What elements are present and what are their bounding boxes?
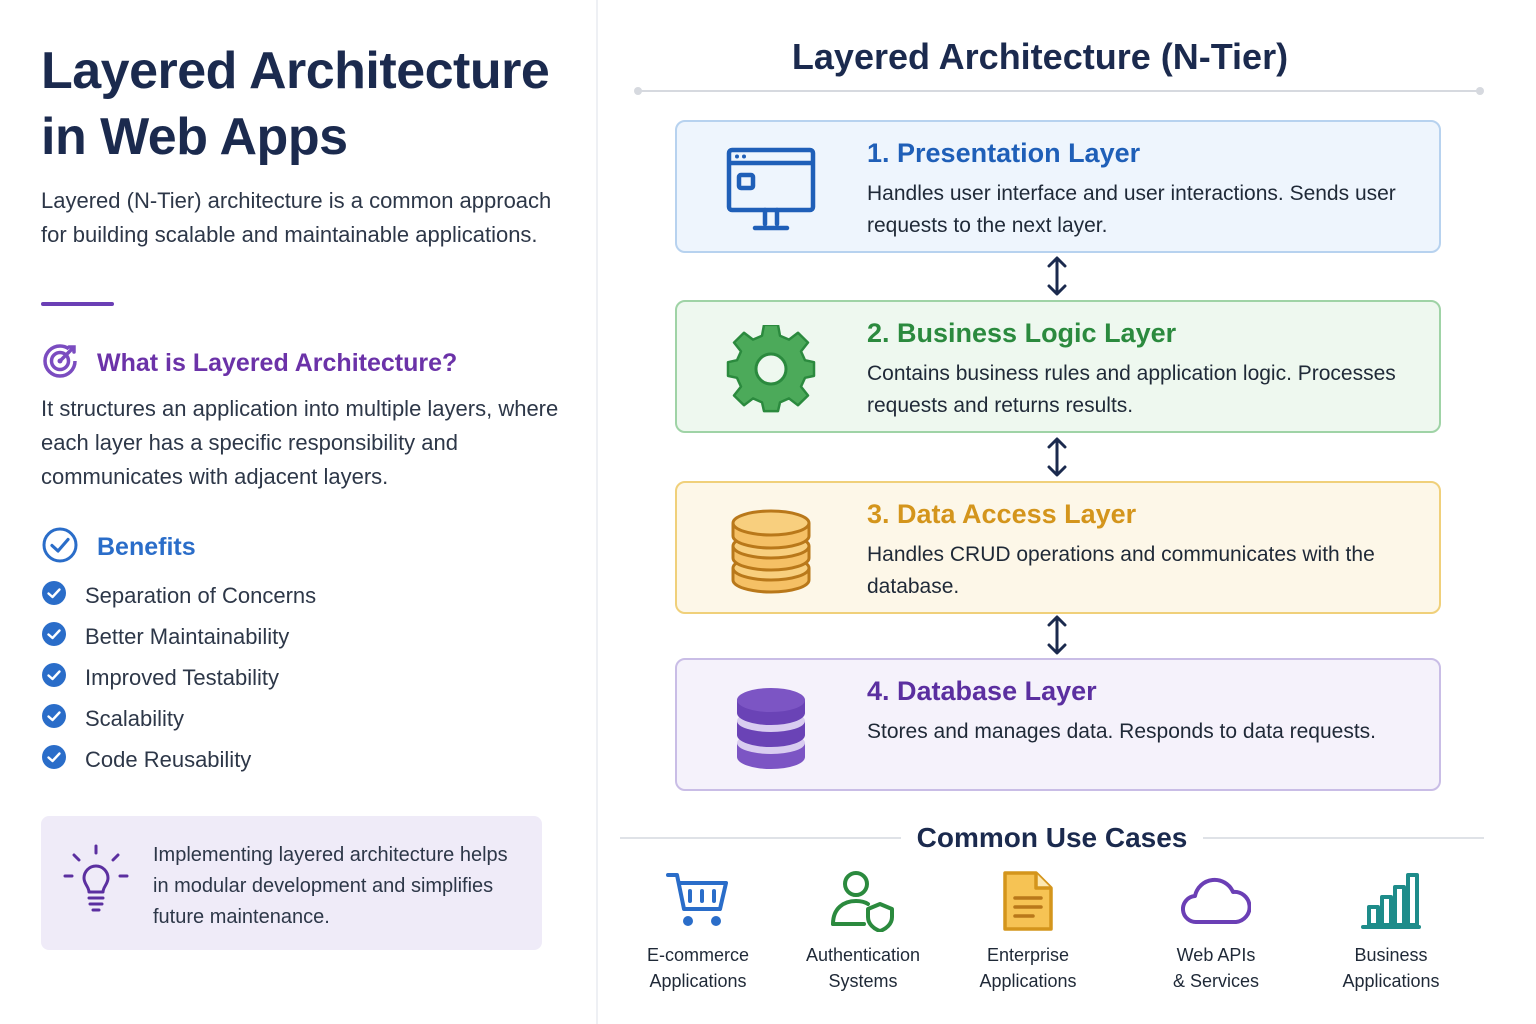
use-case-label: Business Applications: [1342, 945, 1440, 991]
benefits-list: Separation of Concerns Better Maintainab…: [41, 575, 316, 780]
user-shield-icon: [783, 866, 943, 936]
check-badge-icon: [41, 703, 67, 735]
layer-description: Contains business rules and application …: [867, 362, 1396, 417]
monitor-icon: [721, 144, 821, 236]
use-case-label: Enterprise Applications: [979, 945, 1077, 991]
lightbulb-icon: [63, 844, 129, 919]
tip-text: Implementing layered architecture helps …: [153, 844, 508, 928]
layer-name: 2. Business Logic Layer: [867, 318, 1177, 348]
benefit-label: Separation of Concerns: [85, 582, 317, 608]
bidirectional-arrow-icon: [1047, 256, 1067, 296]
benefit-label: Improved Testability: [85, 664, 280, 690]
layer-description: Stores and manages data. Responds to dat…: [867, 720, 1376, 743]
tip-box: Implementing layered architecture helps …: [41, 816, 542, 950]
bidirectional-arrow-icon: [1047, 437, 1067, 477]
business-logic-layer-box: 2. Business Logic Layer Contains busines…: [675, 300, 1441, 433]
benefit-item: Improved Testability: [41, 657, 316, 698]
layer-name: 1. Presentation Layer: [867, 138, 1141, 168]
check-badge-icon: [41, 662, 67, 694]
benefit-item: Scalability: [41, 698, 316, 739]
bar-chart-icon: [1311, 866, 1471, 936]
what-body-text: It structures an application into multip…: [41, 396, 559, 489]
cart-icon: [618, 866, 778, 936]
benefit-label: Scalability: [85, 705, 185, 731]
benefits-heading: Benefits: [41, 526, 196, 569]
heading-rule: [620, 837, 901, 839]
benefit-item: Separation of Concerns: [41, 575, 316, 616]
use-case-ecommerce: E-commerce Applications: [618, 866, 778, 994]
benefit-item: Code Reusability: [41, 739, 316, 780]
what-heading: What is Layered Architecture?: [41, 342, 457, 385]
layer-name: 4. Database Layer: [867, 676, 1097, 706]
use-case-authentication: Authentication Systems: [783, 866, 943, 994]
layer-description: Handles CRUD operations and communicates…: [867, 543, 1375, 598]
benefit-label: Better Maintainability: [85, 623, 290, 649]
check-circle-icon: [41, 526, 79, 569]
cloud-icon: [1136, 866, 1296, 936]
check-badge-icon: [41, 621, 67, 653]
use-case-enterprise: Enterprise Applications: [948, 866, 1108, 994]
presentation-layer-box: 1. Presentation Layer Handles user inter…: [675, 120, 1441, 253]
left-panel: Layered Architecture in Web Apps Layered…: [0, 0, 596, 1024]
use-cases-heading: Common Use Cases: [620, 818, 1485, 858]
panel-divider: [596, 0, 598, 1024]
layer-description: Handles user interface and user interact…: [867, 182, 1396, 237]
bidirectional-arrow-icon: [1047, 615, 1067, 655]
diagram-title: Layered Architecture (N-Tier): [791, 36, 1289, 77]
database-layer-box: 4. Database Layer Stores and manages dat…: [675, 658, 1441, 791]
check-badge-icon: [41, 744, 67, 776]
benefits-heading-text: Benefits: [97, 533, 196, 561]
title-rule: [634, 87, 1484, 95]
use-case-label: E-commerce Applications: [646, 945, 749, 991]
accent-divider: [41, 302, 114, 306]
document-icon: [948, 866, 1108, 936]
database-icon: [721, 682, 821, 774]
what-heading-text: What is Layered Architecture?: [97, 349, 458, 377]
heading-rule: [1203, 837, 1485, 839]
check-badge-icon: [41, 580, 67, 612]
use-case-business: Business Applications: [1311, 866, 1471, 994]
database-icon: [721, 505, 821, 597]
layer-name: 3. Data Access Layer: [867, 499, 1137, 529]
benefit-item: Better Maintainability: [41, 616, 316, 657]
use-case-web-apis: Web APIs & Services: [1136, 866, 1296, 994]
use-cases-title: Common Use Cases: [916, 822, 1188, 853]
gear-icon: [721, 324, 821, 416]
target-icon: [41, 342, 79, 385]
use-case-label: Web APIs & Services: [1172, 945, 1260, 991]
intro-text: Layered (N-Tier) architecture is a commo…: [41, 188, 552, 247]
use-case-label: Authentication Systems: [805, 945, 921, 991]
data-access-layer-box: 3. Data Access Layer Handles CRUD operat…: [675, 481, 1441, 614]
benefit-label: Code Reusability: [85, 746, 252, 772]
page-title: Layered Architecture in Web Apps: [41, 42, 550, 166]
